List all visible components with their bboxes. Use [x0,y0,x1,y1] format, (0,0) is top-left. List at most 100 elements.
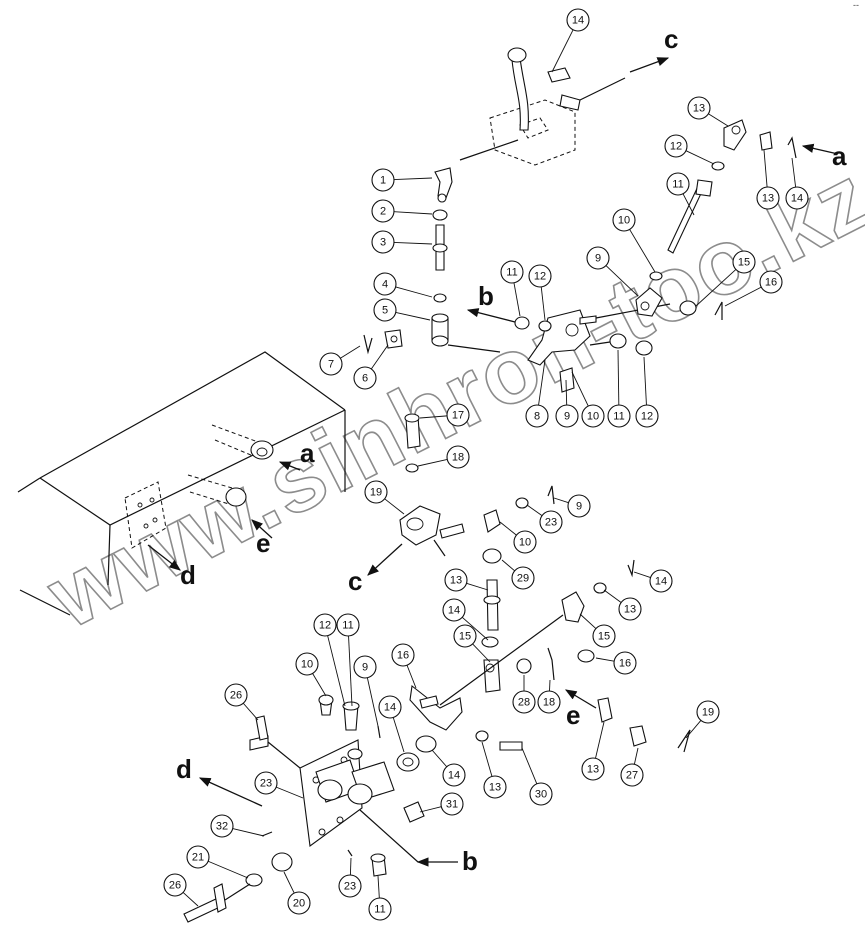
callout-31: 31 [440,792,464,816]
callout-16: 16 [391,643,415,667]
callout-circle [525,404,549,428]
callout-number: 13 [450,575,462,587]
callout-13: 13 [618,597,642,621]
callout-number: 23 [344,881,356,893]
leader-line [526,504,543,517]
callout-11: 11 [336,613,360,637]
direction-letters: c a b a e c d e d b [176,24,847,876]
callout-circle [353,655,377,679]
callout-9: 9 [586,246,610,270]
callout-number: 19 [702,707,714,719]
leader-line [549,679,551,692]
leader-line [340,345,361,359]
callout-14: 14 [442,763,466,787]
leader-line [417,458,448,467]
callout-number: 12 [534,271,546,283]
callout-circle [500,260,524,284]
callout-circle [539,510,563,534]
callout-circle [373,272,397,296]
callout-circle [592,624,616,648]
callout-number: 32 [216,821,228,833]
callout-circle [666,172,690,196]
callout-19: 19 [696,700,720,724]
leader-line [513,282,521,317]
callout-circle [785,186,809,210]
callout-9: 9 [567,494,591,518]
small-parts-column [363,209,501,355]
leader-line [708,113,729,127]
callout-circle [581,757,605,781]
callout-number: 31 [446,799,458,811]
leader-line [499,521,517,536]
callout-number: 10 [301,659,313,671]
callout-circle [732,250,756,274]
callout-17: 17 [446,403,470,427]
callout-number: 29 [517,573,529,585]
leader-line [603,589,622,603]
leader-line [551,29,574,73]
callout-number: 13 [624,604,636,616]
callout-3: 3 [371,230,395,254]
callout-number: 11 [613,411,624,423]
callout-number: 18 [543,697,555,709]
callout-12: 12 [635,404,659,428]
callout-11: 11 [368,897,392,921]
leader-line [393,177,433,181]
label-a-left: a [300,438,315,468]
callout-number: 6 [362,373,368,385]
corner-mark: -- [853,0,859,10]
leader-line [579,613,597,629]
callout-10: 10 [295,652,319,676]
callout-number: 12 [319,620,331,632]
callout-number: 11 [506,267,517,279]
callout-23: 23 [254,771,278,795]
callout-circle [371,199,395,223]
leader-line [633,747,639,765]
leader-line [763,149,768,188]
callout-circle [586,246,610,270]
callout-21: 21 [186,845,210,869]
callout-number: 26 [230,690,242,702]
callout-number: 23 [545,517,557,529]
callout-32: 32 [210,814,234,838]
leader-line [384,498,405,515]
callout-29: 29 [511,566,535,590]
leader-line [419,415,448,419]
callout-circle [319,352,343,376]
arrow-e-left [251,519,273,539]
label-a-right: a [832,141,847,171]
callout-circle [373,298,397,322]
leader-line [540,286,546,321]
callout-number: 16 [765,277,777,289]
callout-circle [567,494,591,518]
callout-number: 14 [572,15,584,27]
callout-circle [295,652,319,676]
callout-number: 26 [169,880,181,892]
callout-number: 5 [382,305,388,317]
callout-number: 15 [738,257,750,269]
leader-line [393,211,433,215]
callout-10: 10 [612,208,636,232]
callout-number: 13 [762,193,774,205]
callout-number: 17 [452,410,464,422]
callout-number: 14 [791,193,803,205]
callout-circle [537,690,561,714]
label-b-middle: b [478,281,494,311]
callout-number: 8 [534,411,540,423]
leader-line [633,571,651,578]
callout-number: 16 [397,650,409,662]
callout-2: 2 [371,199,395,223]
leader-line [685,150,715,165]
leader-lines [182,29,797,907]
callout-15: 15 [592,624,616,648]
housing [17,351,346,616]
callout-number: 16 [619,658,631,670]
arrow-c-middle [367,543,403,576]
callout-12: 12 [528,264,552,288]
leader-line [395,286,433,298]
leader-line [553,497,569,504]
callout-circle [378,695,402,719]
callout-13: 13 [756,186,780,210]
callout-number: 1 [380,175,386,187]
